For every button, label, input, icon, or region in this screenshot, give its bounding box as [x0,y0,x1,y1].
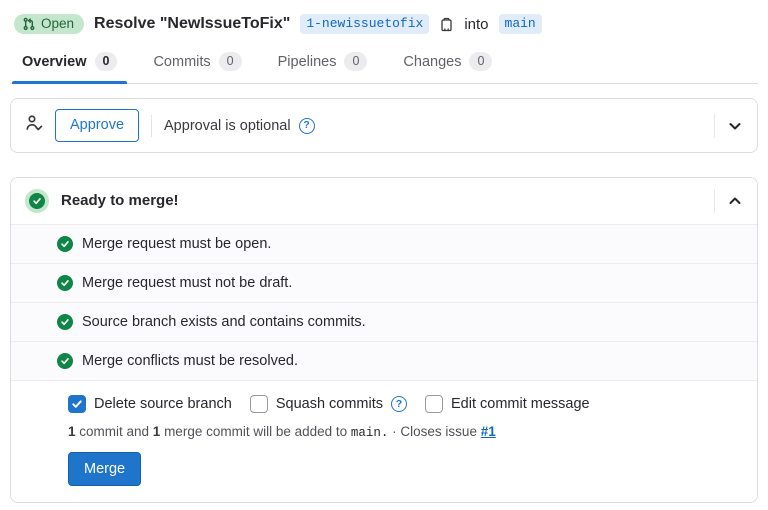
chevron-up-icon[interactable] [727,193,743,209]
merge-check-row: Merge request must not be draft. [11,263,757,302]
tab-pipelines[interactable]: Pipelines 0 [268,44,378,83]
approval-divider [151,115,152,137]
divider [714,189,715,213]
user-check-icon [25,114,43,137]
tab-changes-label: Changes [403,54,461,70]
tab-pipelines-count: 0 [344,52,367,71]
check-circle-icon [29,193,45,209]
delete-source-branch-label: Delete source branch [94,396,232,412]
merge-check-text: Merge request must not be draft. [82,275,292,291]
edit-commit-message-label: Edit commit message [451,396,590,412]
option-delete-source-branch: Delete source branch [68,395,232,413]
merge-widget-title: Ready to merge! [61,192,179,209]
merge-widget-footer: Delete source branch Squash commits ? Ed… [11,380,757,503]
commit-summary-text: · Closes issue [388,424,480,439]
merge-check-text: Source branch exists and contains commit… [82,314,366,330]
merge-widget: Ready to merge! Merge request must be op… [10,177,758,504]
tab-overview[interactable]: Overview 0 [12,44,127,83]
merge-widget-right-controls [714,189,743,213]
tab-commits-count: 0 [219,52,242,71]
tab-pipelines-label: Pipelines [278,54,337,70]
merge-request-icon [22,17,36,31]
divider [714,114,715,138]
success-halo-icon [25,189,49,213]
delete-source-branch-checkbox[interactable] [68,395,86,413]
tab-changes[interactable]: Changes 0 [393,44,502,83]
tab-changes-count: 0 [469,52,492,71]
mr-title: Resolve "NewIssueToFix" [94,15,290,33]
tab-overview-label: Overview [22,54,87,70]
chevron-down-icon[interactable] [727,118,743,134]
mr-tabs: Overview 0 Commits 0 Pipelines 0 Changes… [10,44,758,84]
approval-optional-text: Approval is optional [164,118,291,134]
merge-check-text: Merge conflicts must be resolved. [82,353,298,369]
check-circle-icon [57,314,73,330]
merge-check-row: Merge conflicts must be resolved. [11,341,757,380]
edit-commit-message-checkbox[interactable] [425,395,443,413]
tab-commits-label: Commits [153,54,210,70]
squash-commits-checkbox[interactable] [250,395,268,413]
tab-overview-count: 0 [95,52,118,71]
source-branch-badge[interactable]: 1-newissuetofix [300,14,429,34]
option-squash-commits: Squash commits ? [250,395,407,413]
commit-summary-text: commit and [76,424,153,439]
copy-branch-icon[interactable] [439,17,454,32]
mr-header: Open Resolve "NewIssueToFix" 1-newissuet… [14,14,754,34]
into-label: into [464,16,488,33]
merge-check-row: Source branch exists and contains commit… [11,302,757,341]
approval-help-icon[interactable]: ? [299,118,315,134]
check-circle-icon [57,353,73,369]
closes-issue-link[interactable]: #1 [481,424,496,439]
target-branch-badge[interactable]: main [499,14,542,34]
merge-check-text: Merge request must be open. [82,236,271,252]
status-badge: Open [14,14,84,34]
commit-summary-text: merge commit will be added to [160,424,351,439]
check-circle-icon [57,275,73,291]
target-branch-ref: main. [351,426,389,440]
merge-check-row: Merge request must be open. [11,224,757,263]
approval-widget: Approve Approval is optional ? [10,98,758,153]
merge-options-row: Delete source branch Squash commits ? Ed… [68,395,741,413]
check-circle-icon [57,236,73,252]
approval-right-controls [714,114,743,138]
approve-button[interactable]: Approve [55,109,139,142]
merge-widget-header: Ready to merge! [11,178,757,224]
status-badge-label: Open [41,17,74,31]
squash-help-icon[interactable]: ? [391,396,407,412]
merge-button[interactable]: Merge [68,452,141,487]
commit-summary: 1 commit and 1 merge commit will be adde… [68,424,741,440]
tab-commits[interactable]: Commits 0 [143,44,251,83]
option-edit-commit-message: Edit commit message [425,395,590,413]
commit-count: 1 [68,424,76,439]
squash-commits-label: Squash commits [276,396,383,412]
